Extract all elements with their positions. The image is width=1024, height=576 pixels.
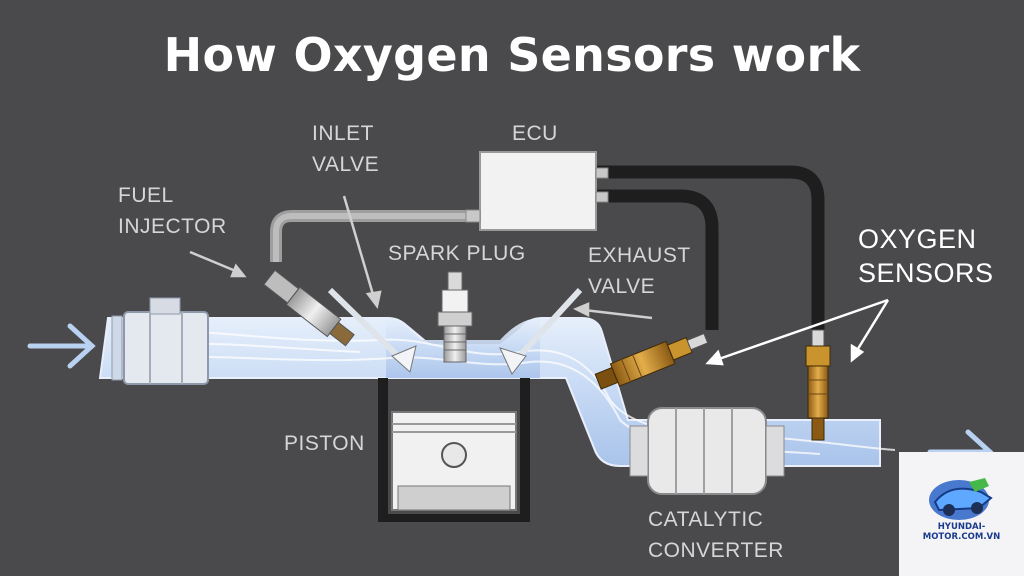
fuel-injector [263,269,355,347]
inlet-valve [327,287,417,373]
label-exhaust-valve: EXHAUST VALVE [588,244,691,298]
airflow-sensor-housing [111,297,209,385]
pointer-lines [189,195,653,320]
label-spark-plug: SPARK PLUG [388,242,526,265]
piston [391,411,517,511]
ecu-box [465,151,609,231]
oxygen-sensor-upstream [594,332,709,390]
intake-flow-arrow [27,323,96,369]
watermark-logo-icon [929,478,993,520]
watermark: HYUNDAI-MOTOR.COM.VN [899,452,1024,576]
catalytic-converter [629,407,785,495]
diagram-title: How Oxygen Sensors work [163,28,861,82]
oxygen-sensor-downstream [805,329,831,441]
watermark-text: HYUNDAI-MOTOR.COM.VN [922,522,1001,542]
label-ecu: ECU [512,122,558,145]
label-oxygen-sensors: OXYGEN SENSORS [858,224,994,288]
label-piston: PISTON [284,432,365,455]
spark-plug [437,271,473,363]
exhaust-valve [499,287,583,375]
label-inlet-valve: INLET VALVE [312,122,380,176]
oxygen-pointer-lines [705,298,890,366]
wire-sensor-2 [596,165,825,330]
label-fuel-injector: FUEL INJECTOR [118,184,227,238]
label-catalytic-converter: CATALYTIC CONVERTER [648,508,784,562]
wire-sensor-1 [596,189,719,330]
